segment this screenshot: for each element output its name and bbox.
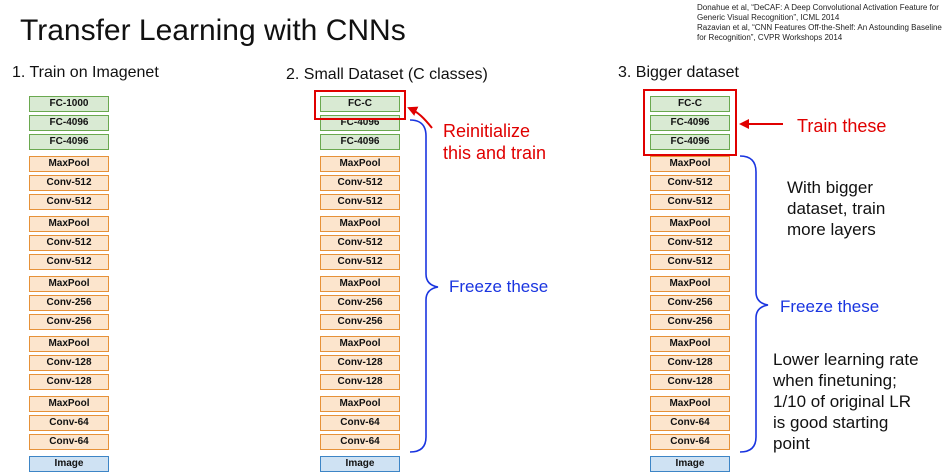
layer-conv-256: Conv-256 xyxy=(650,295,730,311)
layer-maxpool: MaxPool xyxy=(650,156,730,172)
layer-conv-128: Conv-128 xyxy=(29,355,109,371)
layer-fc-4096: FC-4096 xyxy=(650,134,730,150)
train-more-layers-note: With bigger dataset, train more layers xyxy=(787,178,886,239)
references: Donahue et al, “DeCAF: A Deep Convolutio… xyxy=(697,3,942,42)
learning-rate-note: Lower learning rate when finetuning; 1/1… xyxy=(773,350,919,453)
layer-maxpool: MaxPool xyxy=(320,216,400,232)
layer-conv-512: Conv-512 xyxy=(650,194,730,210)
layer-conv-512: Conv-512 xyxy=(320,175,400,191)
layer-conv-64: Conv-64 xyxy=(650,434,730,450)
layer-conv-512: Conv-512 xyxy=(650,254,730,270)
layer-fc-c: FC-C xyxy=(650,96,730,112)
retrain-highlight-box xyxy=(314,90,406,120)
column-heading-small-dataset: 2. Small Dataset (C classes) xyxy=(286,66,488,83)
layer-conv-64: Conv-64 xyxy=(29,415,109,431)
freeze-brace-small xyxy=(409,119,439,453)
layer-conv-128: Conv-128 xyxy=(320,374,400,390)
slide-title: Transfer Learning with CNNs xyxy=(20,14,406,47)
layer-maxpool: MaxPool xyxy=(29,336,109,352)
freeze-note-small: Freeze these xyxy=(449,277,549,296)
layer-conv-256: Conv-256 xyxy=(29,314,109,330)
train-highlight-box xyxy=(643,89,737,156)
layer-fc-4096: FC-4096 xyxy=(320,134,400,150)
layer-image: Image xyxy=(29,456,109,472)
layer-fc-1000: FC-1000 xyxy=(29,96,109,112)
column-heading-train-imagenet: 1. Train on Imagenet xyxy=(12,64,159,81)
layer-maxpool: MaxPool xyxy=(29,276,109,292)
layer-conv-256: Conv-256 xyxy=(29,295,109,311)
freeze-brace-bigger xyxy=(739,155,769,453)
layer-conv-512: Conv-512 xyxy=(650,235,730,251)
layer-fc-4096: FC-4096 xyxy=(29,134,109,150)
layer-maxpool: MaxPool xyxy=(650,336,730,352)
layer-conv-512: Conv-512 xyxy=(29,254,109,270)
layer-conv-512: Conv-512 xyxy=(29,194,109,210)
layer-maxpool: MaxPool xyxy=(650,276,730,292)
layer-conv-512: Conv-512 xyxy=(29,235,109,251)
layer-maxpool: MaxPool xyxy=(650,216,730,232)
layer-conv-64: Conv-64 xyxy=(29,434,109,450)
layer-conv-256: Conv-256 xyxy=(650,314,730,330)
layer-conv-64: Conv-64 xyxy=(650,415,730,431)
freeze-note-bigger: Freeze these xyxy=(780,297,880,316)
layer-fc-4096: FC-4096 xyxy=(650,115,730,131)
layer-image: Image xyxy=(650,456,730,472)
layer-maxpool: MaxPool xyxy=(320,276,400,292)
layer-conv-512: Conv-512 xyxy=(29,175,109,191)
layer-fc-4096: FC-4096 xyxy=(29,115,109,131)
layer-maxpool: MaxPool xyxy=(29,156,109,172)
layer-maxpool: MaxPool xyxy=(650,396,730,412)
layer-conv-512: Conv-512 xyxy=(320,194,400,210)
layer-maxpool: MaxPool xyxy=(320,156,400,172)
reinitialize-arrow xyxy=(407,106,433,129)
layer-maxpool: MaxPool xyxy=(29,216,109,232)
layer-conv-512: Conv-512 xyxy=(320,235,400,251)
column-heading-bigger-dataset: 3. Bigger dataset xyxy=(618,64,739,81)
layer-conv-128: Conv-128 xyxy=(320,355,400,371)
layer-conv-128: Conv-128 xyxy=(650,374,730,390)
layer-conv-256: Conv-256 xyxy=(320,314,400,330)
reinitialize-note: Reinitialize this and train xyxy=(443,121,547,163)
layer-maxpool: MaxPool xyxy=(320,336,400,352)
layer-fc-c: FC-C xyxy=(320,96,400,112)
layer-conv-512: Conv-512 xyxy=(650,175,730,191)
layer-maxpool: MaxPool xyxy=(320,396,400,412)
layer-conv-64: Conv-64 xyxy=(320,434,400,450)
layer-conv-512: Conv-512 xyxy=(320,254,400,270)
layer-maxpool: MaxPool xyxy=(29,396,109,412)
layer-conv-64: Conv-64 xyxy=(320,415,400,431)
train-these-note: Train these xyxy=(797,116,887,136)
layer-conv-256: Conv-256 xyxy=(320,295,400,311)
layer-conv-128: Conv-128 xyxy=(650,355,730,371)
layer-image: Image xyxy=(320,456,400,472)
layer-conv-128: Conv-128 xyxy=(29,374,109,390)
